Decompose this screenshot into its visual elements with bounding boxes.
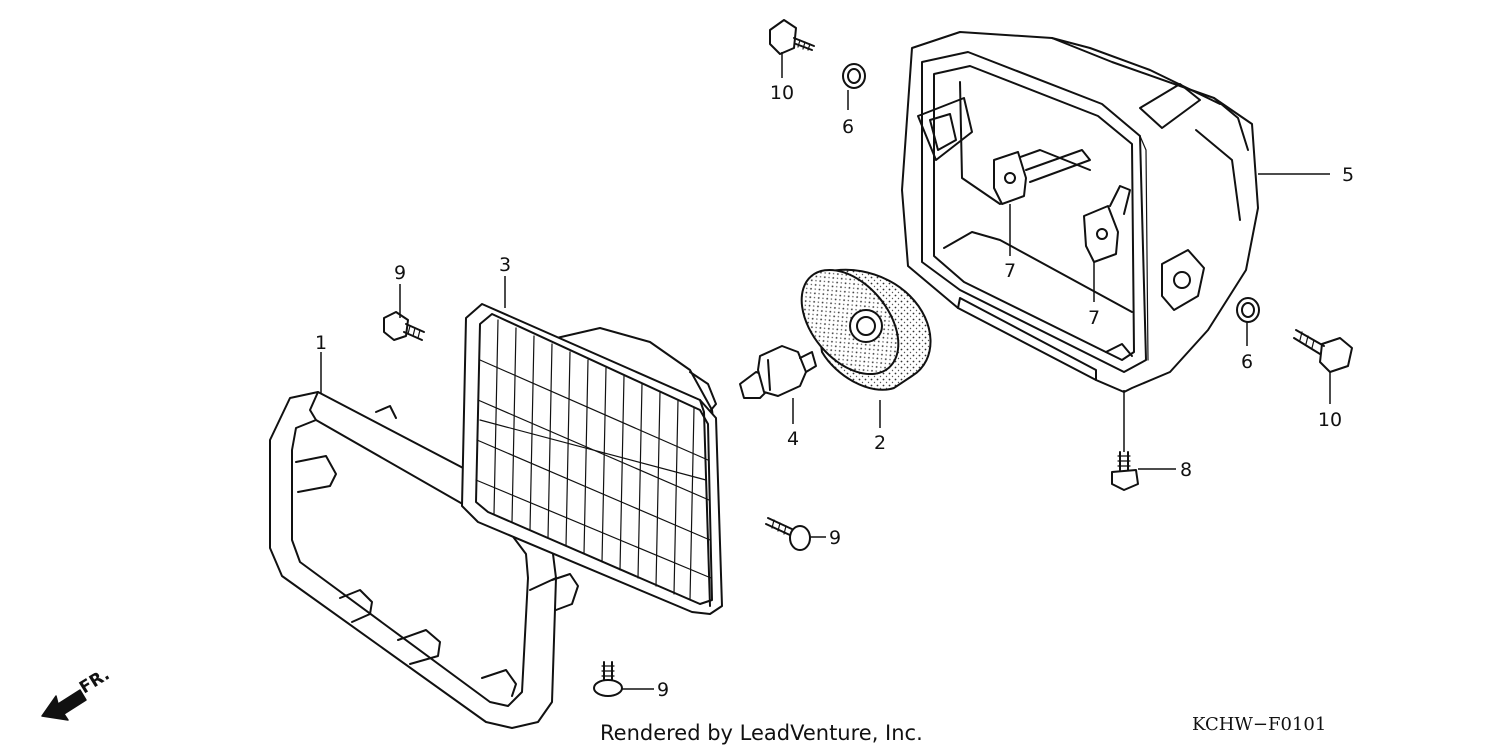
callout-5: 5	[1342, 164, 1354, 186]
callout-3: 3	[499, 254, 511, 276]
callout-6-upper: 6	[842, 116, 854, 138]
flange-bolt-lower	[1293, 329, 1353, 373]
callout-10-upper: 10	[770, 82, 794, 104]
collar-upper	[842, 63, 866, 89]
front-arrow-icon	[41, 689, 87, 721]
mounting-bolt	[1111, 451, 1139, 491]
dust-cover	[800, 268, 932, 391]
callout-7-left: 7	[1004, 260, 1016, 282]
callout-1: 1	[315, 332, 327, 354]
callout-10-lower: 10	[1318, 409, 1342, 431]
screw-upper	[383, 311, 425, 341]
callout-9-lower: 9	[657, 679, 669, 701]
screw-middle	[765, 517, 811, 551]
callout-8: 8	[1180, 459, 1192, 481]
callout-4: 4	[787, 428, 799, 450]
headlight-case	[901, 31, 1259, 393]
callout-2: 2	[874, 432, 886, 454]
collar-lower	[1236, 297, 1260, 323]
callout-6-lower: 6	[1241, 351, 1253, 373]
callout-7-right: 7	[1088, 307, 1100, 329]
sealed-beam-unit	[461, 303, 723, 615]
callout-labels: 1 2 3 4 5 6 6 7 7 8 9 9 9 10 10	[315, 82, 1354, 701]
flange-bolt-upper	[769, 19, 815, 55]
halogen-bulb	[739, 345, 817, 399]
credit-text: Rendered by LeadVenture, Inc.	[600, 721, 923, 745]
callout-9-upper: 9	[394, 262, 406, 284]
screw-lower	[593, 661, 623, 697]
leader-lines	[320, 52, 1331, 690]
diagram-code: KCHW−F0101	[1192, 714, 1326, 735]
front-direction-indicator: FR.	[41, 665, 113, 721]
callout-9-middle: 9	[829, 527, 841, 549]
